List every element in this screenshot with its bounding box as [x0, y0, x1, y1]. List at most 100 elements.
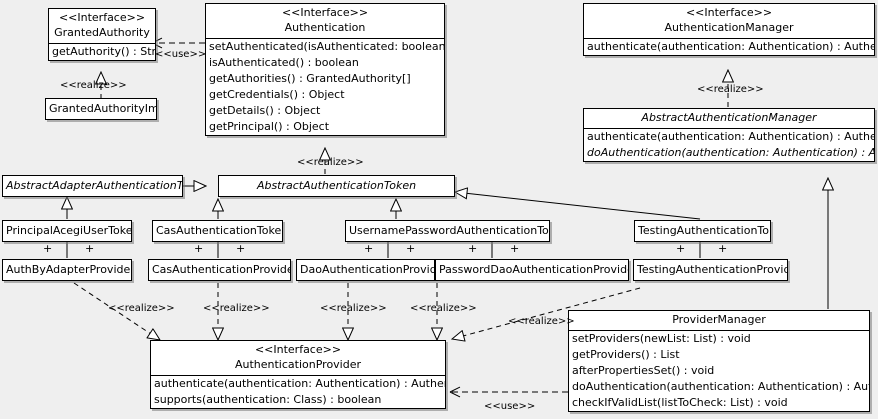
multiplicity-upat-passworddao-left: +	[468, 242, 478, 255]
stereotype-label: <<Interface>>	[685, 6, 773, 19]
edge-label-realize-auth-by-adapter: <<realize>>	[108, 303, 175, 314]
edge-label-realize-password-dao-provider: <<realize>>	[410, 303, 477, 314]
class-header: CasAuthenticationProvider	[149, 260, 290, 280]
class-name: PasswordDaoAuthenticationProvider	[439, 263, 629, 276]
class-name: AbstractAdapterAuthenticationToken	[6, 179, 183, 192]
class-abstract-authentication-manager[interactable]: AbstractAuthenticationManager authentica…	[583, 108, 875, 162]
edge-label-use-authentication: <<use>>	[155, 49, 207, 60]
member-row: doAuthentication(authentication: Authent…	[587, 146, 874, 159]
class-testing-authentication-provider[interactable]: TestingAuthenticationProvider	[633, 259, 788, 281]
class-header: AbstractAuthenticationToken	[219, 176, 454, 196]
multiplicity-upat-dao-right: +	[406, 242, 416, 255]
class-header: <<Interface>> AuthenticationProvider	[151, 341, 445, 376]
member-row: getAuthority() : String	[52, 45, 156, 58]
class-header: UsernamePasswordAuthenticationToken	[346, 221, 549, 241]
class-header: CasAuthenticationToken	[153, 221, 282, 241]
member-row: isAuthenticated() : boolean	[209, 56, 359, 69]
class-name: Authentication	[284, 21, 366, 34]
edge-label-use-provider-manager: <<use>>	[484, 401, 536, 412]
class-abstract-authentication-token[interactable]: AbstractAuthenticationToken	[218, 175, 455, 197]
class-name: TestingAuthenticationProvider	[637, 263, 788, 276]
class-header: AbstractAuthenticationManager	[584, 109, 874, 129]
edge-label-realize-dao-provider: <<realize>>	[320, 303, 387, 314]
class-cas-authentication-provider[interactable]: CasAuthenticationProvider	[148, 259, 291, 281]
member-row: setAuthenticated(isAuthenticated: boolea…	[209, 40, 445, 53]
edge-label-realize-authentication-manager: <<realize>>	[697, 84, 764, 95]
class-header: DaoAuthenticationProvider	[297, 260, 434, 280]
class-provider-manager[interactable]: ProviderManager setProviders(newList: Li…	[568, 310, 870, 412]
class-header: ProviderManager	[569, 311, 869, 331]
multiplicity-cas-right: +	[236, 242, 246, 255]
stereotype-label: <<Interface>>	[58, 11, 146, 24]
class-name: PrincipalAcegiUserToken	[6, 224, 132, 237]
member-row: authenticate(authentication: Authenticat…	[587, 130, 874, 143]
class-authentication[interactable]: <<Interface>> Authentication setAuthenti…	[205, 3, 445, 136]
edge-generalize-testingauthenticationtoken	[455, 192, 701, 220]
edge-label-realize-cas-provider: <<realize>>	[203, 303, 270, 314]
multiplicity-principal-right: +	[85, 242, 95, 255]
class-members: getAuthority() : String	[49, 44, 155, 60]
class-header: AuthByAdapterProvider	[3, 260, 131, 280]
class-name: AbstractAuthenticationToken	[256, 179, 417, 192]
class-username-password-authentication-token[interactable]: UsernamePasswordAuthenticationToken	[345, 220, 550, 242]
class-name: AbstractAuthenticationManager	[641, 111, 817, 124]
member-row: authenticate(authentication: Authenticat…	[587, 40, 874, 53]
class-authentication-manager[interactable]: <<Interface>> AuthenticationManager auth…	[583, 3, 875, 56]
class-name: AuthByAdapterProvider	[6, 263, 132, 276]
stereotype-label: <<Interface>>	[254, 343, 342, 356]
member-row: getDetails() : Object	[209, 104, 321, 117]
class-name: CasAuthenticationToken	[156, 224, 283, 237]
class-header: GrantedAuthorityImpl	[46, 99, 156, 119]
class-name: GrantedAuthority	[54, 26, 150, 39]
member-row: supports(authentication: Class) : boolea…	[154, 393, 382, 406]
class-name: UsernamePasswordAuthenticationToken	[349, 224, 550, 237]
class-name: CasAuthenticationProvider	[152, 263, 291, 276]
member-row: getPrincipal() : Object	[209, 120, 330, 133]
class-testing-authentication-token[interactable]: TestingAuthenticationToken	[634, 220, 771, 242]
multiplicity-upat-dao-left: +	[364, 242, 374, 255]
stereotype-label: <<Interface>>	[281, 6, 369, 19]
class-name: AuthenticationManager	[664, 21, 794, 34]
class-header: <<Interface>> Authentication	[206, 4, 444, 39]
class-members: setAuthenticated(isAuthenticated: boolea…	[206, 39, 444, 135]
class-members: authenticate(authentication: Authenticat…	[151, 376, 445, 408]
member-row: setProviders(newList: List) : void	[572, 332, 751, 345]
class-header: TestingAuthenticationProvider	[634, 260, 787, 280]
class-name: GrantedAuthorityImpl	[49, 102, 157, 115]
class-principal-acegi-user-token[interactable]: PrincipalAcegiUserToken	[2, 220, 132, 242]
class-name: TestingAuthenticationToken	[638, 224, 770, 237]
edge-label-realize-granted-authority-impl: <<realize>>	[60, 80, 127, 91]
multiplicity-upat-passworddao-right: +	[510, 242, 520, 255]
class-abstract-adapter-authentication-token[interactable]: AbstractAdapterAuthenticationToken	[2, 175, 183, 197]
class-header: <<Interface>> AuthenticationManager	[584, 4, 874, 39]
class-members: authenticate(authentication: Authenticat…	[584, 39, 874, 55]
member-row: checkIfValidList(listToCheck: List) : vo…	[572, 396, 788, 409]
multiplicity-testing-right: +	[718, 242, 728, 255]
class-cas-authentication-token[interactable]: CasAuthenticationToken	[152, 220, 283, 242]
member-row: afterPropertiesSet() : void	[572, 364, 715, 377]
class-header: PrincipalAcegiUserToken	[3, 221, 131, 241]
edge-label-realize-testing-provider: <<realize>>	[508, 316, 575, 327]
class-granted-authority[interactable]: <<Interface>> GrantedAuthority getAuthor…	[48, 8, 156, 61]
class-name: ProviderManager	[672, 313, 766, 326]
member-row: authenticate(authentication: Authenticat…	[154, 377, 445, 390]
class-dao-authentication-provider[interactable]: DaoAuthenticationProvider	[296, 259, 435, 281]
class-header: TestingAuthenticationToken	[635, 221, 770, 241]
class-members: setProviders(newList: List) : void getPr…	[569, 331, 869, 411]
member-row: getCredentials() : Object	[209, 88, 345, 101]
member-row: doAuthentication(authentication: Authent…	[572, 380, 869, 393]
class-name: DaoAuthenticationProvider	[300, 263, 435, 276]
multiplicity-testing-left: +	[676, 242, 686, 255]
class-authentication-provider[interactable]: <<Interface>> AuthenticationProvider aut…	[150, 340, 446, 409]
class-password-dao-authentication-provider[interactable]: PasswordDaoAuthenticationProvider	[435, 259, 629, 281]
multiplicity-principal-left: +	[43, 242, 53, 255]
class-members: authenticate(authentication: Authenticat…	[584, 129, 874, 161]
class-name: AuthenticationProvider	[234, 358, 362, 371]
class-auth-by-adapter-provider[interactable]: AuthByAdapterProvider	[2, 259, 132, 281]
class-header: PasswordDaoAuthenticationProvider	[436, 260, 628, 280]
class-granted-authority-impl[interactable]: GrantedAuthorityImpl	[45, 98, 157, 120]
class-header: <<Interface>> GrantedAuthority	[49, 9, 155, 44]
edge-label-realize-authentication-token: <<realize>>	[297, 157, 364, 168]
multiplicity-cas-left: +	[194, 242, 204, 255]
